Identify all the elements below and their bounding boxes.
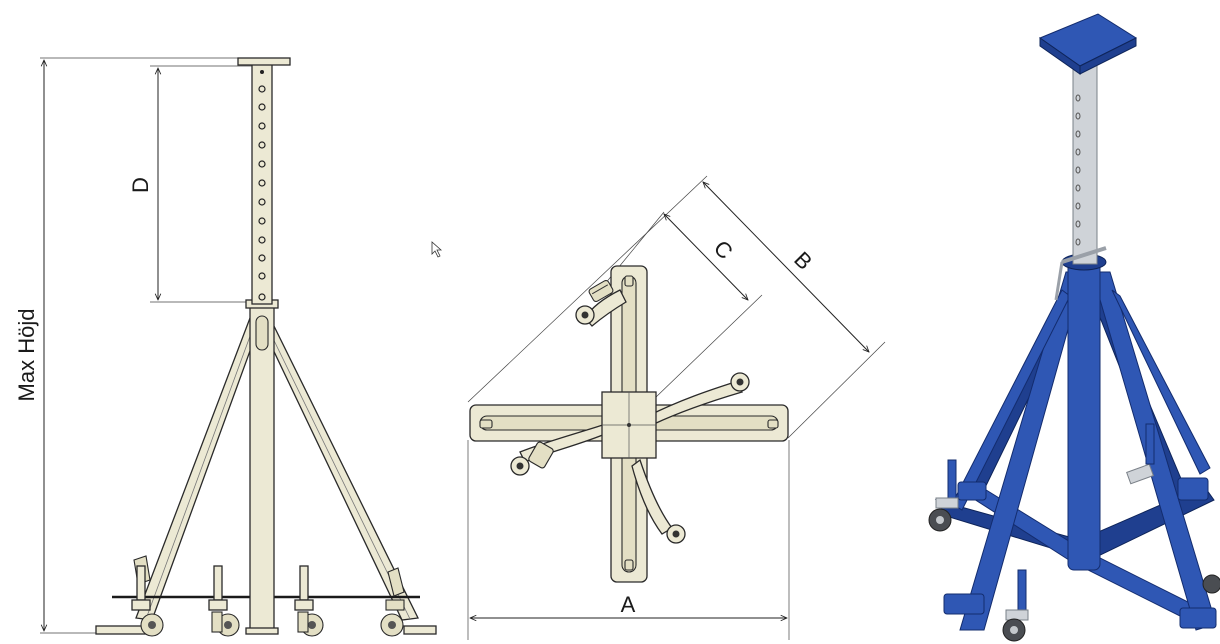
b-label: B bbox=[789, 247, 817, 275]
slot-end-bottom bbox=[624, 559, 634, 571]
side-view: Max Höjd D bbox=[14, 57, 437, 637]
b-dimension-line bbox=[703, 182, 869, 352]
caster-2 bbox=[208, 565, 240, 637]
slot-end-left bbox=[479, 419, 493, 429]
tube-slot bbox=[255, 315, 269, 351]
caster-4 bbox=[380, 599, 405, 637]
caster-bracket-left bbox=[528, 441, 554, 469]
blue-caster-3 bbox=[1126, 423, 1155, 485]
hub-center-mark bbox=[627, 423, 631, 427]
steel-post-holes bbox=[1075, 94, 1081, 246]
steel-post bbox=[1072, 63, 1098, 265]
top-view: B C A bbox=[431, 175, 886, 640]
foot-back-left bbox=[957, 481, 987, 501]
foot-back-right bbox=[1177, 477, 1209, 501]
caster-3 bbox=[294, 565, 324, 637]
b-right-extension bbox=[787, 341, 886, 439]
blue-center-tube bbox=[1067, 259, 1101, 571]
center-foot-pad bbox=[245, 627, 279, 635]
center-tube bbox=[249, 304, 275, 634]
brace-blue-left bbox=[951, 289, 1071, 511]
lock-pin bbox=[1061, 246, 1107, 264]
right-leg-lock bbox=[387, 567, 405, 597]
a-label: A bbox=[621, 592, 636, 617]
blue-caster-4 bbox=[1202, 574, 1220, 594]
c-dimension-line bbox=[664, 214, 748, 300]
right-foot-pad bbox=[403, 625, 437, 635]
left-leg bbox=[135, 317, 263, 621]
c-label: C bbox=[709, 235, 738, 264]
blue-caster-1 bbox=[928, 459, 959, 532]
post-adjustment-holes bbox=[258, 70, 266, 301]
d-label: D bbox=[128, 177, 153, 193]
max-height-label: Max Höjd bbox=[14, 309, 39, 402]
brace-top bbox=[584, 289, 627, 327]
extension-post bbox=[251, 63, 273, 305]
slot-end-top bbox=[624, 275, 634, 287]
slot-end-right bbox=[767, 419, 779, 429]
top-plate bbox=[237, 57, 291, 66]
caster-bracket-top bbox=[588, 279, 614, 303]
mouse-cursor-icon bbox=[431, 241, 443, 258]
lock-pin-handle bbox=[1054, 261, 1064, 301]
brace-bottom bbox=[631, 458, 673, 535]
blue-caster-2 bbox=[1002, 569, 1029, 642]
foot-front-left bbox=[943, 593, 985, 615]
b-left-extension bbox=[467, 175, 708, 403]
caster-1 bbox=[131, 565, 164, 637]
brace-right bbox=[647, 381, 744, 425]
blue-top-plate bbox=[1038, 13, 1138, 67]
foot-front-right bbox=[1179, 607, 1217, 629]
isometric-view bbox=[928, 13, 1220, 642]
brace-blue-right bbox=[1111, 289, 1211, 475]
